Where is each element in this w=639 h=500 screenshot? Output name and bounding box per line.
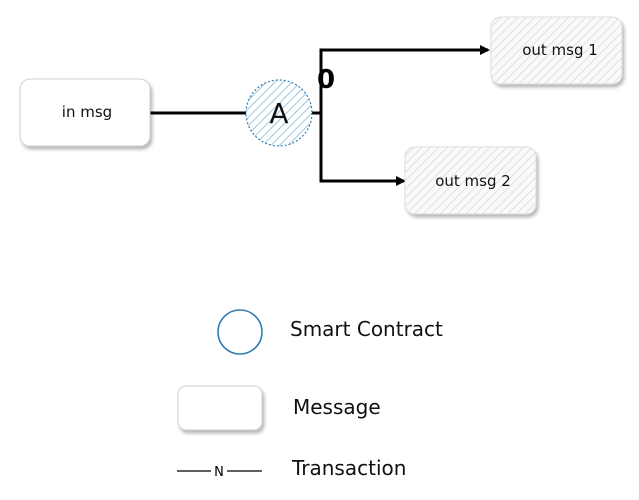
edge-contract-to-out-msg-1 — [319, 45, 490, 113]
legend-message-symbol — [177, 385, 263, 431]
in-msg-label: in msg — [62, 103, 112, 121]
legend: Smart Contract Message N Transaction — [177, 309, 443, 480]
legend-smart-contract-symbol — [217, 309, 263, 355]
out-msg-1-label: out msg 1 — [522, 41, 598, 59]
contract-label: A — [269, 97, 288, 130]
out-msg-2-label: out msg 2 — [435, 172, 511, 190]
out-msg-1-node: out msg 1 — [490, 16, 623, 85]
contract-node: A — [245, 79, 313, 147]
out-msg-2-node: out msg 2 — [404, 146, 537, 215]
transaction-number: 0 — [317, 65, 335, 95]
legend-transaction-symbol: N — [177, 465, 262, 480]
legend-message-label: Message — [293, 395, 381, 419]
legend-transaction-marker: N — [214, 465, 224, 480]
in-msg-node: in msg — [19, 78, 151, 147]
legend-transaction-label: Transaction — [291, 456, 406, 480]
edge-contract-to-out-msg-2 — [319, 113, 406, 186]
legend-smart-contract-label: Smart Contract — [290, 317, 443, 341]
